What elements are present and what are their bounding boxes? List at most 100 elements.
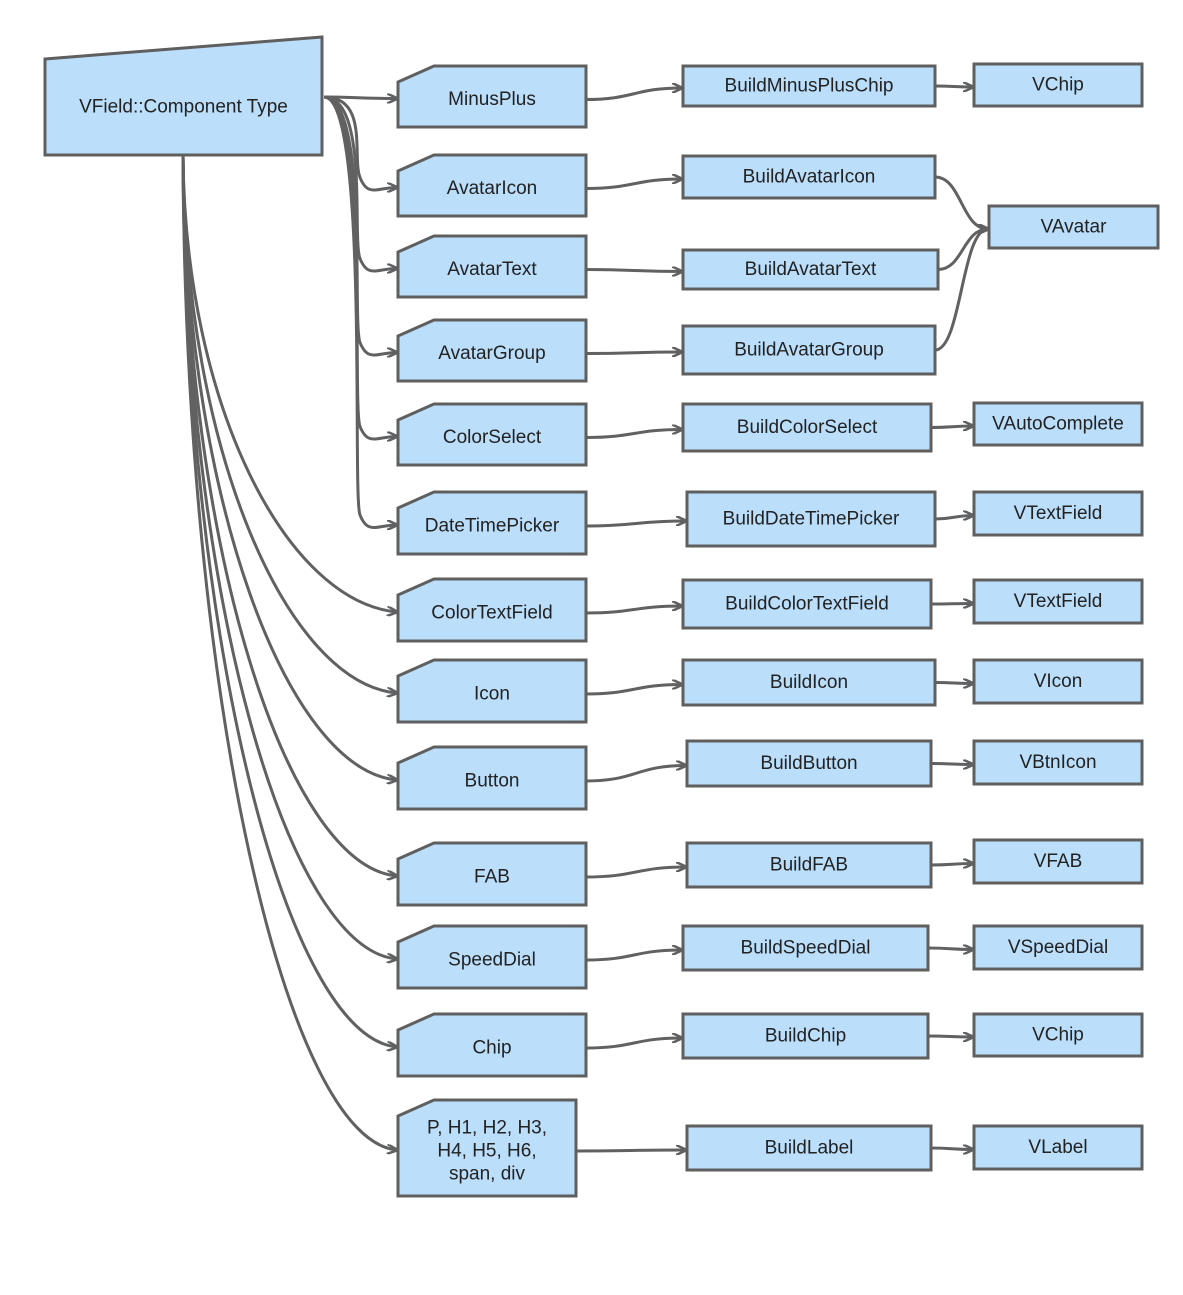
builder-node: BuildChip (681, 1012, 930, 1060)
component-node: VTextField (972, 490, 1144, 537)
component-node-shape (972, 739, 1144, 786)
component-node-shape (972, 1012, 1144, 1058)
edge-b_avatargroup-c_vavatar (934, 229, 988, 352)
type-node-shape (396, 153, 588, 218)
component-node-label: VBtnIcon (1019, 752, 1096, 773)
builder-node: BuildAvatarGroup (681, 324, 937, 376)
edge-root-t_icon (181, 154, 397, 693)
component-node: VChip (972, 1012, 1144, 1058)
component-node-label: VChip (1032, 75, 1084, 96)
type-node-label: SpeedDial (448, 950, 536, 971)
edge-t_colorselect-b_colorselect (585, 430, 682, 439)
builder-node-label: BuildDateTimePicker (723, 509, 900, 530)
builder-node-label: BuildButton (760, 753, 857, 774)
type-node: FAB (396, 841, 588, 907)
root-node-label: VField::Component Type (79, 97, 288, 118)
type-node-label: span, div (449, 1164, 526, 1185)
builder-node-shape (681, 658, 937, 707)
edges-layer (181, 86, 988, 1151)
component-node-shape (972, 578, 1144, 625)
builder-node-label: BuildChip (765, 1026, 846, 1047)
component-node-label: VChip (1032, 1025, 1084, 1046)
builder-node-shape (685, 1124, 933, 1172)
builder-node-label: BuildIcon (770, 672, 848, 693)
component-node: VTextField (972, 578, 1144, 625)
builder-node-shape (685, 841, 933, 889)
edge-t_icon-b_icon (585, 685, 682, 696)
type-node-label: ColorTextField (431, 603, 552, 624)
type-node: AvatarIcon (396, 153, 588, 218)
edge-b_colorselect-c_vautocomplete (930, 426, 973, 428)
builder-node-label: BuildColorTextField (725, 594, 889, 615)
type-node-shape (396, 318, 588, 383)
root-node: VField::Component Type (43, 35, 324, 157)
builder-node: BuildSpeedDial (681, 924, 930, 972)
type-node-shape (396, 64, 588, 129)
edge-t_colortextfield-b_colortextfield (585, 606, 682, 615)
type-node-label: Icon (474, 684, 510, 705)
edge-b_chip-c_vchip2 (927, 1036, 973, 1037)
component-node-shape (972, 838, 1144, 885)
type-node-label: DateTimePicker (425, 516, 560, 537)
edge-b_colortextfield-c_vtextfield2 (930, 604, 973, 605)
builder-node-shape (681, 1012, 930, 1060)
type-node-label: Chip (472, 1038, 511, 1059)
edge-t_minusplus-b_minusplus (585, 88, 682, 101)
type-node: ColorSelect (396, 402, 588, 467)
component-node-label: VAutoComplete (992, 414, 1124, 435)
component-node-shape (972, 62, 1144, 108)
type-node: SpeedDial (396, 924, 588, 990)
type-node-shape (396, 658, 588, 724)
builder-node-shape (681, 248, 940, 291)
builder-node: BuildIcon (681, 658, 937, 707)
type-node: Button (396, 745, 588, 811)
type-node-shape (396, 402, 588, 467)
edge-root-t_colortextfield (181, 154, 397, 612)
edge-t_label-b_label (575, 1150, 686, 1151)
builder-node: BuildAvatarText (681, 248, 940, 291)
builder-node-shape (681, 578, 933, 630)
edge-b_button-c_vbtnicon (930, 764, 973, 765)
edge-b_speeddial-c_vspeeddial (927, 948, 973, 950)
type-node-shape (396, 234, 588, 299)
component-node-shape (987, 204, 1160, 250)
type-node: AvatarGroup (396, 318, 588, 383)
component-node-label: VLabel (1028, 1137, 1087, 1158)
builder-node: BuildDateTimePicker (685, 490, 937, 548)
edge-t_chip-b_chip (585, 1038, 682, 1050)
type-node-shape (396, 577, 588, 643)
builder-node-label: BuildFAB (770, 855, 848, 876)
edge-root-t_chip (181, 154, 397, 1047)
edge-t_avataricon-b_avataricon (585, 179, 682, 190)
builder-node-shape (681, 324, 937, 376)
builder-node-label: BuildLabel (765, 1138, 854, 1159)
edge-t_speeddial-b_speeddial (585, 950, 682, 962)
component-node-label: VSpeedDial (1008, 937, 1108, 958)
builder-node-shape (681, 154, 937, 200)
component-node-label: VFAB (1034, 851, 1083, 872)
builder-node: BuildColorTextField (681, 578, 933, 630)
type-node-label: ColorSelect (443, 427, 542, 448)
type-node-label: AvatarText (447, 259, 537, 280)
edge-root-t_fab (181, 154, 397, 876)
edge-root-t_label (181, 154, 397, 1150)
type-node: ColorTextField (396, 577, 588, 643)
nodes-layer: VField::Component Type MinusPlusAvatarIco… (43, 35, 1160, 1198)
builder-node-label: BuildColorSelect (737, 417, 878, 438)
component-node-shape (972, 490, 1144, 537)
type-node-label: H4, H5, H6, (437, 1141, 536, 1162)
type-node: MinusPlus (396, 64, 588, 129)
component-node: VChip (972, 62, 1144, 108)
type-node: DateTimePicker (396, 490, 588, 556)
builder-node-shape (685, 739, 933, 788)
component-node-shape (972, 658, 1144, 705)
component-node: VAvatar (987, 204, 1160, 250)
component-node: VBtnIcon (972, 739, 1144, 786)
edge-root-t_avatartext (323, 95, 397, 271)
builder-node-shape (681, 64, 937, 108)
builder-node: BuildFAB (685, 841, 933, 889)
edge-root-t_button (181, 154, 397, 780)
root-node-shape (43, 35, 324, 157)
type-node: P, H1, H2, H3,H4, H5, H6,span, div (396, 1098, 578, 1198)
